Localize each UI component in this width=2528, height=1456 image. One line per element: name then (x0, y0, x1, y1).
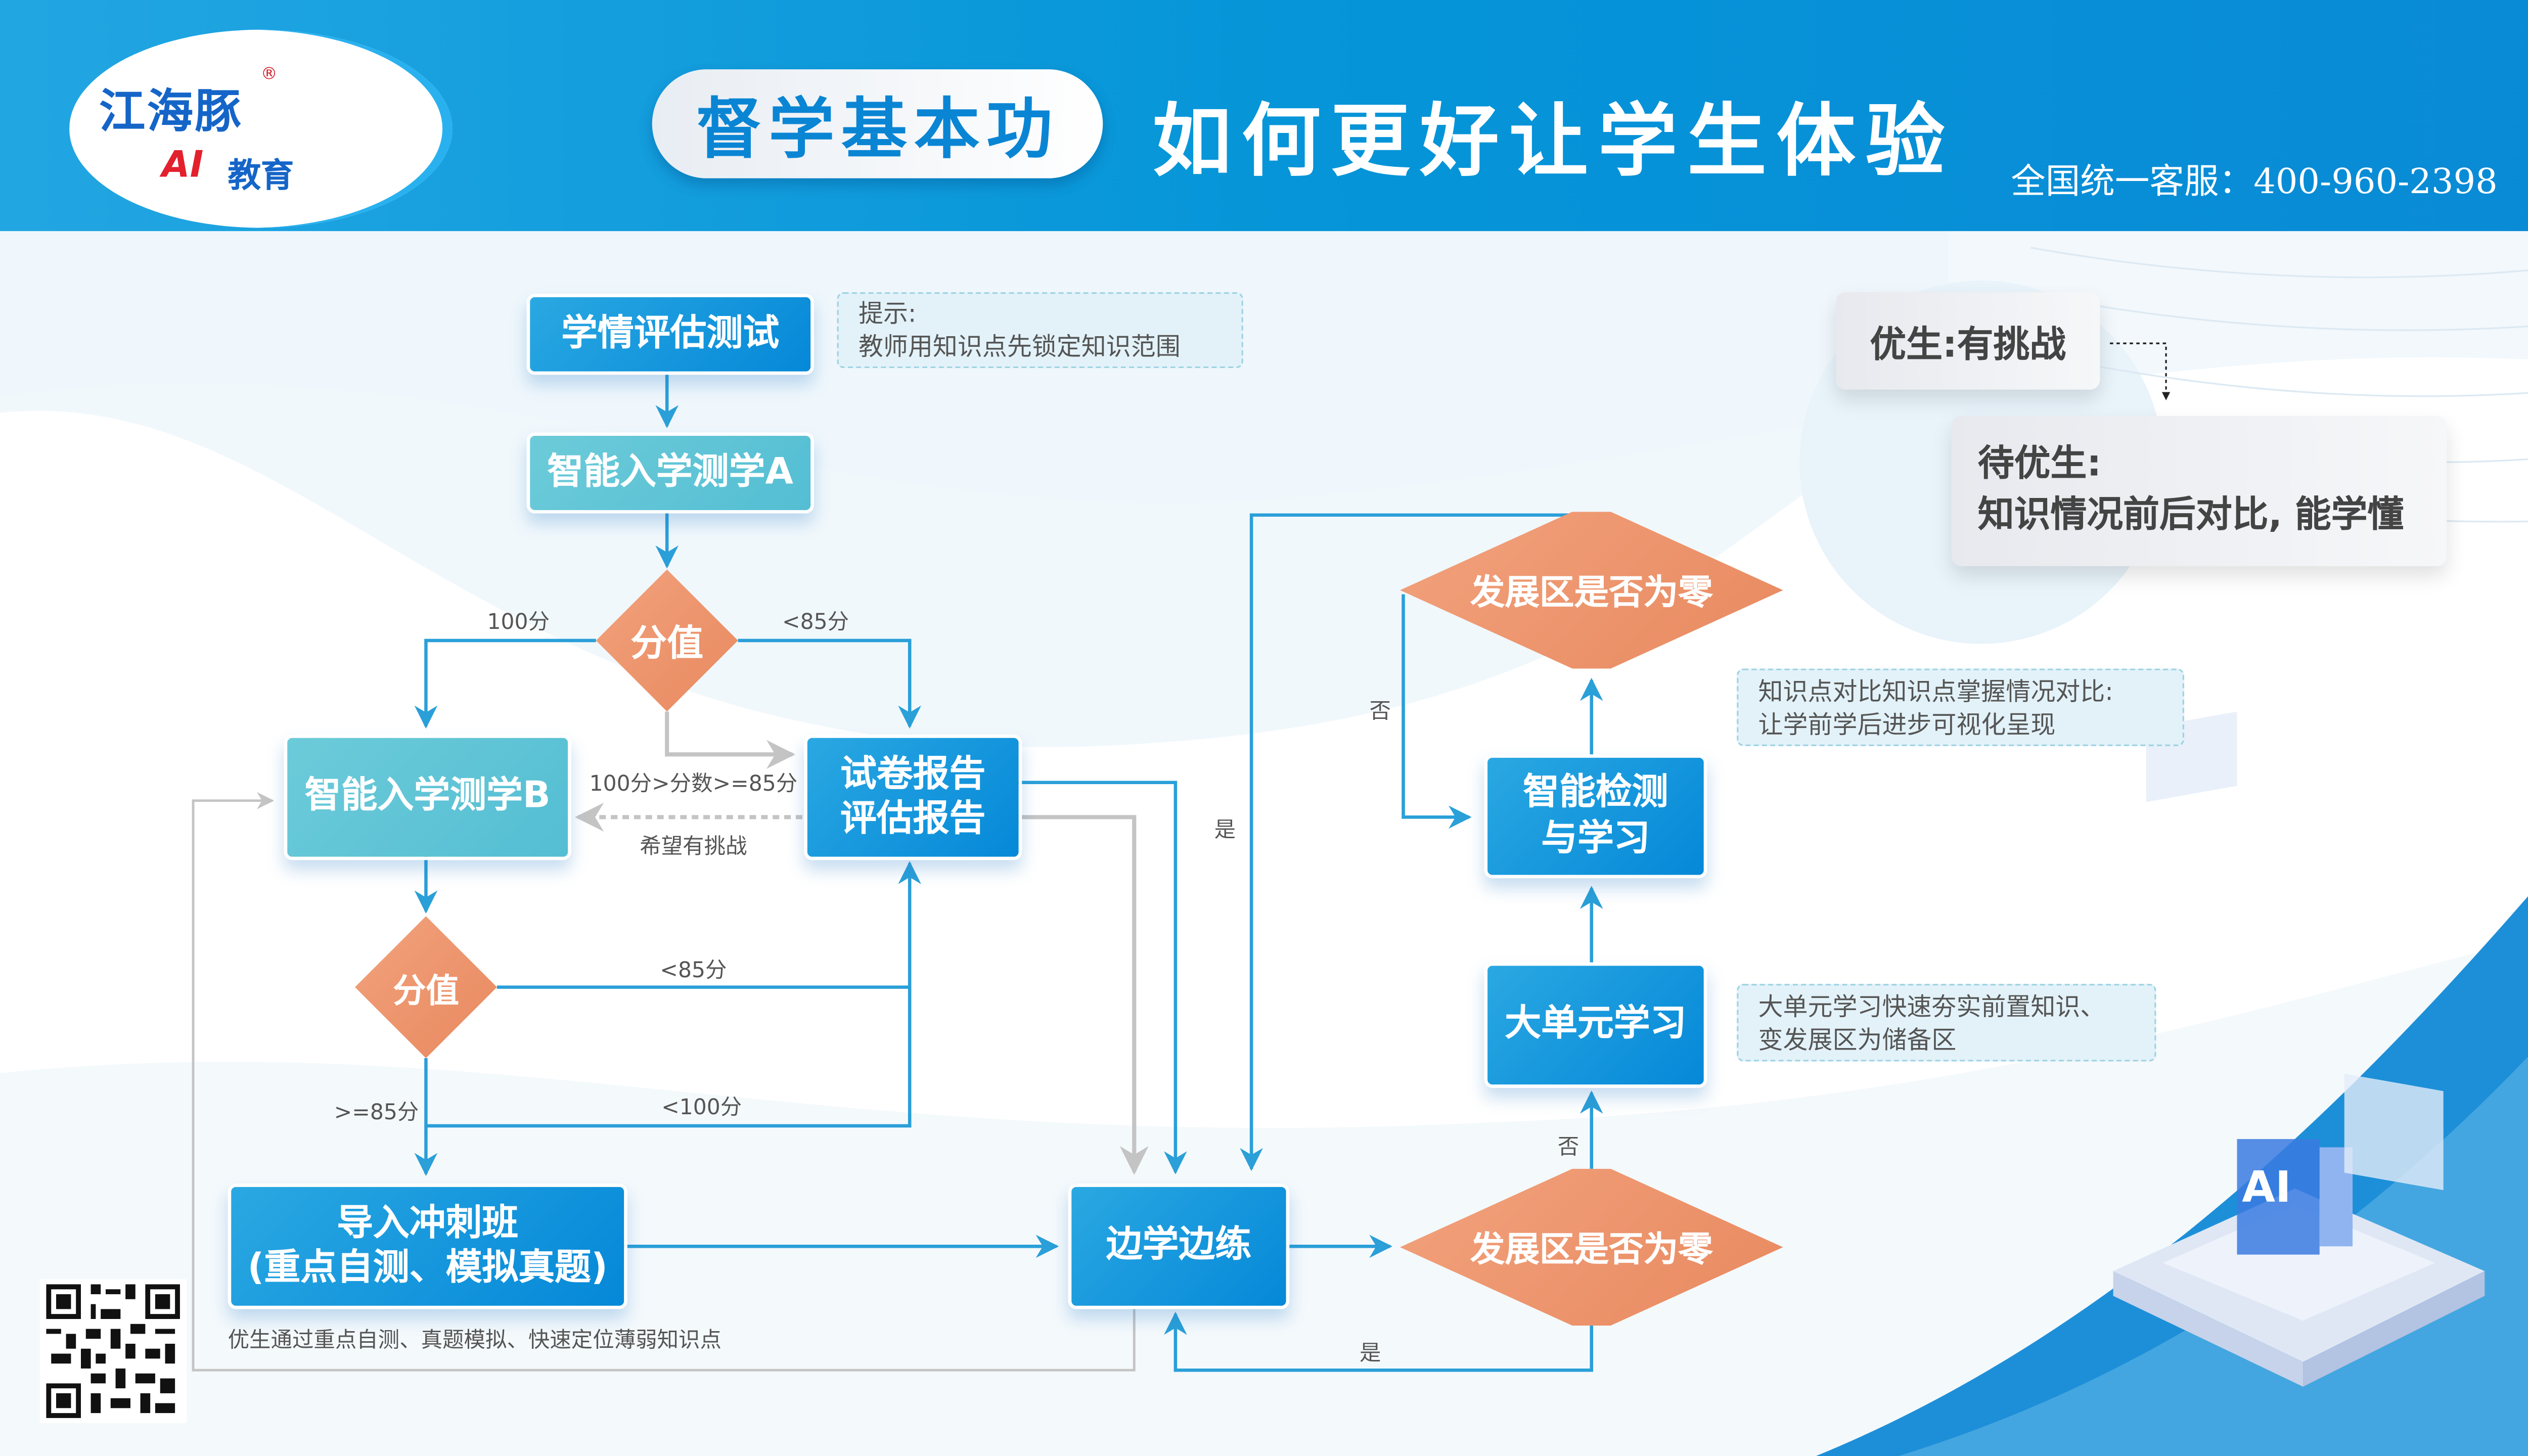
improving-student-card: 待优生: 知识情况前后对比, 能学懂 (1951, 416, 2447, 566)
page-title: 如何更好让学生体验 (1152, 96, 1955, 189)
label-no-top: 否 (1369, 700, 1391, 725)
hint-title: 提示: (858, 299, 917, 329)
label-no-bottom: 否 (1557, 1135, 1579, 1161)
registered-mark: ® (260, 66, 278, 84)
label-lt100: <100分 (661, 1096, 742, 1121)
ai-platform-illustration (2113, 711, 2485, 1387)
label-lt85-b: <85分 (660, 959, 727, 984)
practice-box: 边学边练 (1068, 1184, 1290, 1309)
report-box: 试卷报告 评估报告 (804, 735, 1022, 860)
label-yes-bottom: 是 (1359, 1342, 1381, 1367)
unit-learning-box: 大单元学习 (1484, 962, 1707, 1088)
label-ge85: >=85分 (334, 1101, 419, 1126)
report-line-1: 试卷报告 (840, 753, 986, 795)
qr-code-icon (41, 1279, 185, 1423)
assess-test-box: 学情评估测试 (526, 294, 814, 375)
smart-detect-box: 智能检测 与学习 (1484, 754, 1707, 879)
smart-line-1: 智能检测 (1523, 772, 1668, 814)
top-student-card: 优生:有挑战 (1836, 292, 2100, 390)
logo-edu-text: 教育 (228, 155, 294, 195)
unit-note-line-1: 大单元学习快速夯实前置知识、 (1758, 992, 2105, 1022)
service-phone: 全国统一客服：400-960-2398 (2011, 162, 2498, 202)
entry-test-a-box: 智能入学测学A (526, 432, 814, 514)
improving-card-line-1: 待优生: (1977, 444, 2102, 485)
unit-note: 大单元学习快速夯实前置知识、 变发展区为储备区 (1737, 984, 2156, 1062)
logo-ai-text: AI (162, 145, 204, 187)
ai-illustration-label: AI (2242, 1164, 2291, 1213)
label-yes-mid: 是 (1214, 818, 1236, 844)
report-line-2: 评估报告 (840, 799, 986, 841)
unit-note-line-2: 变发展区为储备区 (1758, 1025, 1957, 1055)
logo-brand-text: 江海豚 (99, 84, 243, 139)
sprint-note: 优生通过重点自测、真题模拟、快速定位薄弱知识点 (228, 1329, 721, 1354)
brand-logo: 江海豚 ® AI 教育 (69, 29, 453, 228)
improving-card-line-2: 知识情况前后对比, 能学懂 (1977, 495, 2404, 537)
sprint-line-1: 导入冲刺班 (337, 1202, 519, 1244)
sprint-class-box: 导入冲刺班 (重点自测、模拟真题) (228, 1184, 627, 1309)
smart-line-2: 与学习 (1541, 817, 1650, 859)
hint-text: 教师用知识点先锁定知识范围 (858, 332, 1181, 362)
label-lt85-a: <85分 (782, 611, 849, 636)
label-score-range: 100分>分数>=85分 (589, 772, 798, 798)
section-pill-title: 督学基本功 (652, 69, 1103, 178)
hint-note: 提示: 教师用知识点先锁定知识范围 (837, 292, 1243, 369)
sprint-line-2: (重点自测、模拟真题) (247, 1248, 608, 1290)
compare-note: 知识点对比知识点掌握情况对比: 让学前学后进步可视化呈现 (1737, 668, 2184, 746)
compare-note-line-2: 让学前学后进步可视化呈现 (1758, 710, 2056, 740)
qr-code[interactable] (39, 1279, 187, 1423)
label-hope-challenge: 希望有挑战 (640, 835, 747, 860)
entry-test-b-box: 智能入学测学B (284, 735, 571, 860)
compare-note-line-1: 知识点对比知识点掌握情况对比: (1758, 676, 2113, 707)
label-100: 100分 (487, 611, 550, 636)
